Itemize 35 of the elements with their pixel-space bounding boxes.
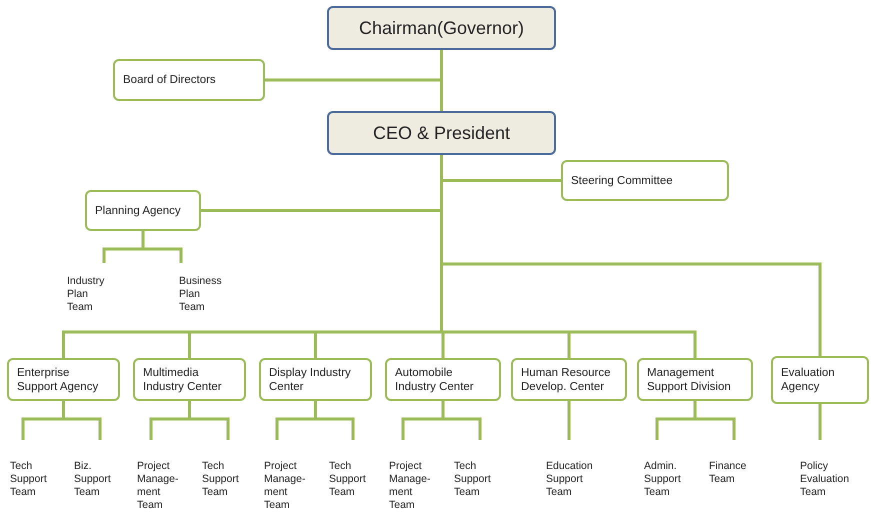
team-label: Business Plan Team	[179, 275, 223, 314]
connector-line	[568, 401, 570, 440]
unit-box: Automobile Industry Center	[385, 358, 501, 401]
unit-box: Steering Committee	[561, 160, 729, 201]
team-label: Education Support Team	[546, 460, 594, 499]
connector-line	[142, 231, 182, 263]
connector-line	[188, 401, 230, 440]
team-label: Tech Support Team	[329, 460, 367, 499]
unit-box: Human Resource Develop. Center	[511, 358, 627, 401]
team-label: Biz. Support Team	[74, 460, 112, 499]
team-label: Tech Support Team	[454, 460, 492, 499]
executive-box: Chairman(Governor)	[327, 6, 556, 50]
team-label: Tech Support Team	[10, 460, 48, 499]
connector-line	[265, 50, 443, 82]
unit-box: Planning Agency	[85, 190, 201, 231]
connector-line	[818, 404, 822, 440]
team-label: Project Manage- ment Team	[389, 460, 432, 512]
connector-line	[314, 401, 354, 440]
unit-box: Display Industry Center	[259, 358, 372, 401]
team-label: Industry Plan Team	[67, 275, 106, 314]
team-label: Finance Team	[709, 460, 748, 486]
connector-line	[442, 401, 482, 440]
unit-box: Evaluation Agency	[771, 356, 869, 404]
unit-box: Board of Directors	[113, 59, 265, 101]
team-label: Tech Support Team	[202, 460, 240, 499]
team-label: Project Manage- ment Team	[264, 460, 306, 512]
team-label: Policy Evaluation Team	[800, 460, 850, 499]
unit-box: Enterprise Support Agency	[7, 358, 120, 401]
executive-box: CEO & President	[327, 111, 556, 155]
connector-line	[62, 401, 102, 440]
team-label: Admin. Support Team	[644, 460, 682, 499]
unit-box: Multimedia Industry Center	[133, 358, 246, 401]
team-label: Project Manage- ment Team	[137, 460, 180, 512]
unit-box: Management Support Division	[637, 358, 753, 401]
connector-line	[694, 401, 736, 440]
